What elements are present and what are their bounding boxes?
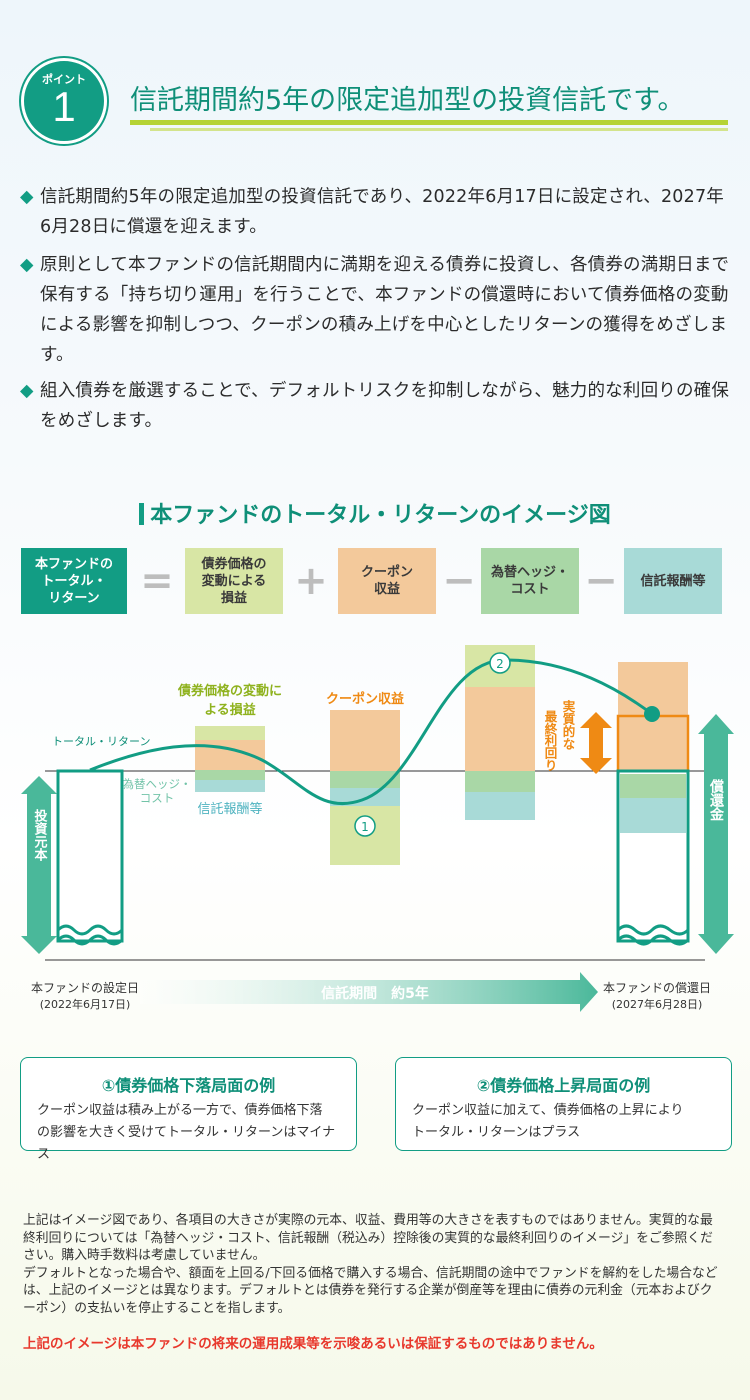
- curve-end-dot: [644, 706, 660, 722]
- total-return-curve: [89, 658, 653, 806]
- total-return-diagram: 投資元本 償還金: [21, 645, 734, 1012]
- circle-marker-1: 1: [354, 815, 376, 837]
- bullet-item: ◆ 原則として本ファンドの信託期間内に満期を迎える債券に投資し、各債券の満期日ま…: [20, 250, 732, 370]
- svg-text:2: 2: [496, 657, 504, 671]
- bullet-item: ◆ 組入債券を厳選することで、デフォルトリスクを抑制しながら、魅力的な利回りの確…: [20, 376, 732, 436]
- redemption-arrow: 償還金: [698, 714, 734, 954]
- yield-arrow: [580, 712, 612, 774]
- example-title: ①債券価格下落局面の例: [101, 1076, 276, 1095]
- diamond-icon: ◆: [20, 255, 34, 275]
- principal-arrow: 投資元本: [21, 776, 57, 954]
- principal-label: 投資元本: [32, 808, 48, 862]
- bond-change-label-line2: よる損益: [204, 702, 256, 718]
- bullet-text: 信託期間約5年の限定追加型の投資信託であり、2022年6月17日に設定され、20…: [40, 187, 725, 237]
- eq-hedge-box: 為替ヘッジ・コスト: [481, 548, 579, 614]
- hedge-cost-label-line1: 為替ヘッジ・: [123, 777, 192, 791]
- final-yield-label-line1: 最終: [543, 710, 558, 736]
- end-date-label: 本ファンドの償還日: [603, 981, 711, 995]
- title-bar-icon: [139, 503, 145, 525]
- bullet-text: 原則として本ファンドの信託期間内に満期を迎える債券に投資し、各債券の満期日まで保…: [40, 255, 730, 365]
- final-stack-bar: [616, 662, 690, 946]
- page-title: 信託期間約5年の限定追加型の投資信託です。: [130, 85, 685, 116]
- eq-bond-price-box: 債券価格の変動による損益: [185, 548, 283, 614]
- start-date-label: 本ファンドの設定日: [31, 980, 139, 995]
- equals-sign: =: [140, 558, 174, 604]
- bullet-text: 組入債券を厳選することで、デフォルトリスクを抑制しながら、魅力的な利回りの確保を…: [40, 381, 730, 431]
- fee-label: 信託報酬等: [197, 801, 262, 817]
- total-return-label: トータル・リターン: [52, 735, 150, 748]
- badge-number: 1: [52, 83, 76, 130]
- footnote: 上記はイメージ図であり、各項目の大きさが実際の元本、収益、費用等の大きさを表すも…: [23, 1213, 713, 1263]
- eq-total-return-box: 本ファンドのトータル・リターン: [21, 548, 127, 614]
- plus-sign: +: [294, 558, 328, 604]
- title-underline-light: [150, 128, 728, 131]
- title-underline: [130, 120, 728, 125]
- period-arrow: [140, 972, 598, 1012]
- end-date-sub: (2027年6月28日): [612, 997, 703, 1011]
- bullet-item: ◆ 信託期間約5年の限定追加型の投資信託であり、2022年6月17日に設定され、…: [20, 182, 732, 242]
- initial-fund-bar: [56, 769, 124, 946]
- example-body: クーポン収益は積み上がる一方で、債券価格下落の影響を大きく受けてトータル・リター…: [37, 1103, 336, 1162]
- redemption-label: 償還金: [708, 778, 725, 821]
- start-date-sub: (2022年6月17日): [40, 997, 131, 1011]
- stack-bar-2: [330, 710, 400, 865]
- example-body: クーポン収益に加えて、債券価格の上昇によりトータル・リターンはプラス: [412, 1103, 684, 1140]
- minus-sign: −: [442, 558, 476, 604]
- footnotes: 上記はイメージ図であり、各項目の大きさが実際の元本、収益、費用等の大きさを表すも…: [23, 1212, 723, 1317]
- diagram-title: 本ファンドのトータル・リターンのイメージ図: [0, 497, 750, 529]
- final-yield-label-line2: 利回り: [543, 733, 558, 772]
- bond-change-label-line1: 債券価格の変動に: [177, 683, 282, 699]
- example-box-bond-rise: ②債券価格上昇局面の例 クーポン収益に加えて、債券価格の上昇によりトータル・リタ…: [395, 1057, 732, 1151]
- diamond-icon: ◆: [20, 187, 34, 207]
- footnote: デフォルトとなった場合や、額面を上回る/下回る価格で購入する場合、信託期間の途中…: [23, 1265, 718, 1316]
- badge-label: ポイント: [42, 73, 86, 86]
- disclaimer-warning: 上記のイメージは本ファンドの将来の運用成果等を示唆あるいは保証するものではありま…: [23, 1336, 603, 1352]
- example-box-bond-fall: ①債券価格下落局面の例 クーポン収益は積み上がる一方で、債券価格下落の影響を大き…: [20, 1057, 357, 1162]
- hedge-cost-label-line2: コスト: [140, 791, 175, 805]
- real-yield-label: 実質的な: [561, 699, 576, 751]
- circle-marker-2: 2: [489, 652, 511, 674]
- svg-text:1: 1: [361, 820, 369, 834]
- diamond-icon: ◆: [20, 381, 34, 401]
- minus-sign: −: [584, 558, 618, 604]
- eq-fee-box: 信託報酬等: [624, 548, 722, 614]
- stack-bar-1: [195, 726, 265, 792]
- point-badge: ポイント 1: [21, 58, 107, 144]
- coupon-income-label: クーポン収益: [326, 691, 404, 707]
- example-title: ②債券価格上昇局面の例: [476, 1076, 651, 1095]
- period-label: 信託期間 約5年: [321, 985, 429, 1002]
- eq-coupon-box: クーポン収益: [338, 548, 436, 614]
